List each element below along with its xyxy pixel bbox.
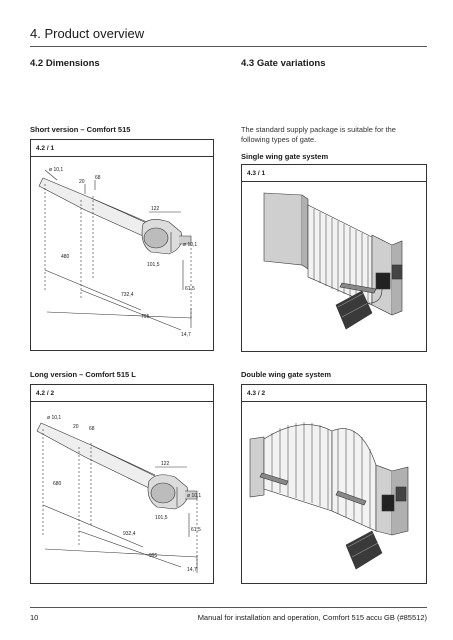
figure-tag: 4.3 / 1 [247, 170, 266, 177]
header-rule [30, 46, 427, 47]
dim-label: ø 10,1 [187, 493, 201, 499]
dim-label: 61,5 [185, 286, 195, 292]
footer-rule [30, 607, 427, 608]
chapter-title: 4. Product overview [30, 26, 145, 41]
dimension-drawing-short: ø 10,1 20 68 122 480 ø 10,1 101,5 732,4 … [38, 167, 197, 338]
figure-long-version: 4.2 / 2 ø 10,1 20 68 122 680 ø [30, 384, 214, 584]
dim-label: 61,5 [191, 527, 201, 533]
intro-text: The standard supply package is suitable … [241, 125, 396, 144]
dim-label: 14,7 [187, 567, 197, 573]
caption-short-version: Short version – Comfort 515 [30, 125, 131, 134]
dim-label: 122 [161, 461, 170, 467]
figure-tag: 4.2 / 2 [36, 390, 55, 397]
caption-double-wing: Double wing gate system [241, 370, 332, 379]
figure-tag: 4.3 / 2 [247, 390, 266, 397]
dim-label: ø 10,1 [47, 415, 61, 421]
dim-label: 680 [53, 481, 62, 487]
dim-label: 68 [89, 426, 95, 432]
figure-short-version: 4.2 / 1 ø 10 [30, 139, 214, 351]
dim-label: 14,7 [181, 332, 191, 338]
dim-label: 122 [151, 206, 160, 212]
dim-label: 480 [61, 254, 70, 260]
figure-tag-divider [242, 401, 426, 402]
double-gate-illustration [249, 422, 409, 570]
dim-label: 68 [95, 175, 101, 181]
caption-single-wing: Single wing gate system [241, 152, 329, 161]
dim-label: 101,5 [155, 515, 168, 521]
dim-label: 732,4 [121, 292, 134, 298]
page-number: 10 [30, 613, 39, 622]
figure-tag-divider [31, 401, 213, 402]
section-heading-dimensions: 4.2 Dimensions [30, 58, 100, 69]
figure-tag: 4.2 / 1 [36, 145, 55, 152]
figure-double-wing-gate: 4.3 / 2 [241, 384, 427, 584]
section-heading-gate-variations: 4.3 Gate variations [241, 58, 326, 69]
dim-label: 932,4 [123, 531, 136, 537]
dim-label: ø 10,1 [49, 167, 63, 173]
dim-label: 101,5 [147, 262, 160, 268]
figure-tag-divider [31, 156, 213, 157]
dim-label: 20 [73, 424, 79, 430]
figure-single-wing-gate: 4.3 / 1 [241, 164, 427, 352]
single-gate-illustration [263, 192, 403, 330]
dim-label: 995 [149, 553, 158, 559]
dim-label: 795 [141, 314, 150, 320]
figure-tag-divider [242, 181, 426, 182]
dim-label: 20 [79, 179, 85, 185]
manual-title: Manual for installation and operation, C… [197, 613, 427, 622]
dimension-drawing-long: ø 10,1 20 68 122 680 ø 10,1 101,5 932,4 … [36, 415, 201, 573]
dim-label: ø 10,1 [183, 242, 197, 248]
caption-long-version: Long version – Comfort 515 L [30, 370, 136, 379]
